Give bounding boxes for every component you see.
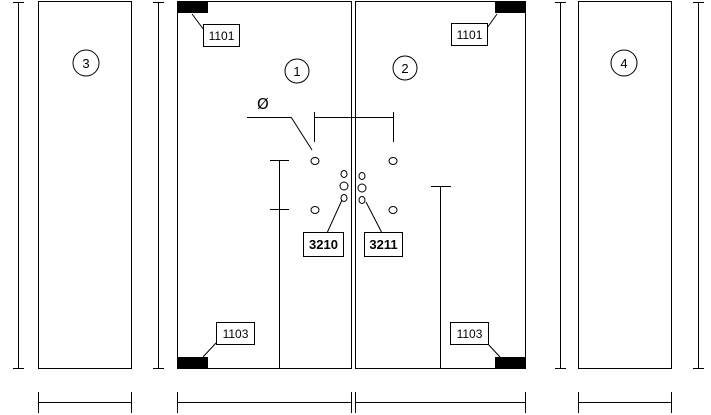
panel-number-circle-4 bbox=[610, 49, 638, 77]
panel-number-2: 2 bbox=[401, 61, 408, 76]
label-box-3211 bbox=[364, 232, 403, 257]
hole bbox=[388, 206, 398, 214]
hole bbox=[358, 196, 366, 204]
label-1103-left: 1103 bbox=[223, 327, 249, 341]
leader-1103-left bbox=[202, 342, 217, 358]
label-1101-left: 1101 bbox=[209, 29, 235, 43]
diameter-leader-diagonal bbox=[290, 116, 313, 151]
panel-number-1: 1 bbox=[293, 64, 300, 79]
diameter-symbol: Ø bbox=[257, 95, 269, 113]
leader-3210 bbox=[326, 199, 343, 234]
label-box-1101-right bbox=[451, 23, 488, 46]
hinge-patch-top-left bbox=[178, 2, 208, 13]
panel-number-circle-3 bbox=[72, 49, 100, 77]
hinge-patch-bottom-right bbox=[495, 357, 525, 368]
leader-1101-left bbox=[191, 13, 205, 31]
hole bbox=[357, 183, 367, 193]
label-box-3210 bbox=[303, 232, 344, 257]
hinge-patch-bottom-left bbox=[178, 357, 208, 368]
panel-number-4: 4 bbox=[620, 56, 627, 71]
leader-3211 bbox=[365, 201, 383, 234]
door-leaf-left bbox=[177, 1, 352, 369]
fixed-panel-left bbox=[38, 1, 132, 369]
label-3210: 3210 bbox=[309, 237, 338, 252]
label-box-1103-left bbox=[216, 322, 255, 345]
hole bbox=[340, 170, 348, 178]
hole bbox=[358, 172, 366, 180]
panel-number-circle-2 bbox=[392, 55, 418, 81]
hole bbox=[388, 157, 398, 165]
hole bbox=[310, 206, 320, 214]
label-3211: 3211 bbox=[369, 237, 397, 252]
hole bbox=[340, 194, 348, 202]
label-1101-right: 1101 bbox=[457, 28, 483, 42]
fixed-panel-right bbox=[578, 1, 672, 369]
leader-1101-right bbox=[486, 13, 498, 29]
label-1103-right: 1103 bbox=[457, 327, 483, 341]
panel-number-3: 3 bbox=[82, 56, 89, 71]
hole bbox=[310, 157, 320, 165]
hinge-patch-top-right bbox=[495, 2, 525, 13]
label-box-1103-right bbox=[450, 322, 489, 345]
hole bbox=[339, 181, 349, 191]
panel-number-circle-1 bbox=[284, 58, 310, 84]
label-box-1101-left bbox=[203, 24, 240, 47]
leader-1103-right bbox=[486, 342, 501, 358]
door-leaf-right bbox=[355, 1, 526, 369]
